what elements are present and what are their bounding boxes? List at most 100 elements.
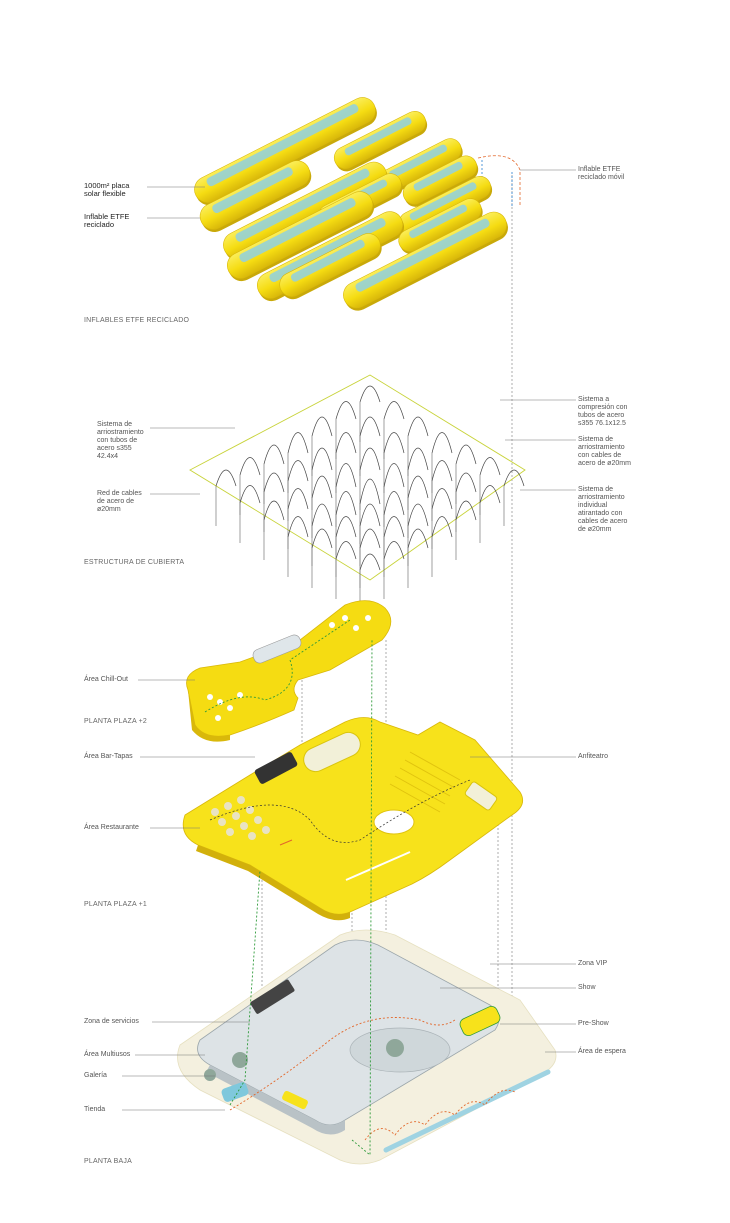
- steel-arch: [263, 472, 285, 493]
- steel-arch: [311, 503, 333, 527]
- baja-tienda: [221, 1082, 249, 1102]
- baja-preshow: [459, 1005, 501, 1037]
- inflatable-pod: [223, 161, 388, 261]
- steel-arch: [407, 503, 429, 527]
- mobile-pod-outline: [477, 155, 521, 205]
- baja-green-path: [229, 639, 373, 1156]
- steel-arch: [311, 475, 333, 499]
- steel-arch: [239, 485, 261, 504]
- restaurant-tables: [211, 796, 270, 840]
- label-tienda: Tienda: [84, 1106, 106, 1113]
- inflatable-pod: [402, 155, 479, 207]
- steel-arch: [431, 516, 453, 538]
- steel-arch: [479, 485, 501, 504]
- plaza1-path: [209, 779, 471, 843]
- planta-baja-layer: [177, 639, 557, 1165]
- label-inflable-movil: Inflable ETFE reciclado móvil: [578, 166, 625, 181]
- steel-arch: [383, 516, 405, 538]
- plaza1-pool: [303, 731, 361, 773]
- steel-arch: [383, 401, 405, 420]
- steel-arch: [359, 528, 381, 549]
- plaza1-bar-block: [254, 752, 298, 784]
- steel-arch: [407, 416, 429, 437]
- steel-arch: [239, 457, 261, 476]
- roof-base-outline: [189, 374, 526, 581]
- baja-building: [197, 939, 500, 1126]
- label-inflable-reciclado: Inflable ETFE reciclado: [84, 212, 130, 229]
- steel-arch: [431, 460, 453, 482]
- steel-arch: [455, 472, 477, 493]
- etfe-inflables-layer: [194, 97, 521, 311]
- steel-arch: [287, 432, 309, 454]
- plaza-plus-1-layer: [182, 717, 524, 921]
- steel-arch: [383, 541, 405, 560]
- label-show: Show: [578, 984, 596, 991]
- label-bar-tapas: Área Bar-Tapas: [84, 753, 133, 760]
- plaza1-lift: [464, 781, 498, 811]
- label-restaurante: Área Restaurante: [84, 824, 139, 831]
- steel-arch: [311, 447, 333, 471]
- steel-arch: [359, 385, 381, 403]
- baja-service-block: [250, 979, 295, 1014]
- inflatable-pods: [194, 97, 508, 311]
- steel-arch: [431, 488, 453, 510]
- section-title-inflables: INFLABLES ETFE RECICLADO: [84, 317, 190, 324]
- baja-galeria: [282, 1090, 308, 1110]
- steel-arch: [335, 541, 357, 560]
- steel-arch: [359, 447, 381, 471]
- steel-arch: [383, 463, 405, 488]
- label-chill-out: Área Chill-Out: [84, 676, 128, 683]
- label-red-cables: Red de cables de acero de ø20mm: [97, 490, 142, 513]
- plaza1-oculus: [373, 809, 415, 835]
- baja-plants: [204, 1039, 404, 1081]
- steel-arch: [407, 475, 429, 499]
- inflatable-pod: [199, 160, 312, 233]
- steel-arch: [335, 491, 357, 516]
- label-pre-show: Pre-Show: [578, 1020, 609, 1027]
- inflatable-pod: [343, 211, 508, 311]
- steel-arch: [215, 469, 237, 487]
- label-anfiteatro: Anfiteatro: [578, 753, 608, 760]
- steel-arch: [503, 469, 525, 487]
- steel-arch: [335, 463, 357, 488]
- label-compresion: Sistema a compresión con tubos de acero …: [578, 396, 628, 427]
- plaza2-seating: [207, 615, 371, 721]
- inflatable-pod: [333, 110, 428, 172]
- steel-arch: [287, 488, 309, 510]
- steel-arch: [335, 432, 357, 454]
- steel-arch: [359, 553, 381, 571]
- steel-arch: [311, 416, 333, 437]
- label-arriostramiento-tubos: Sistema de arriostramiento con tubos de …: [97, 421, 144, 460]
- plaza2-bar-block: [252, 634, 302, 664]
- steel-arch: [407, 528, 429, 549]
- inflatable-pod: [227, 191, 375, 282]
- plaza-plus-2-layer: [186, 600, 392, 742]
- plaza2-path: [204, 619, 351, 713]
- steel-arch: [335, 401, 357, 420]
- roof-structure-layer: [189, 374, 526, 610]
- steel-arches: [215, 385, 525, 610]
- steel-arch: [383, 432, 405, 454]
- steel-arch: [311, 528, 333, 549]
- section-title-plaza1: PLANTA PLAZA +1: [84, 901, 147, 908]
- steel-arch: [359, 478, 381, 505]
- label-placa-solar: 1000m² placa solar flexible: [84, 181, 130, 198]
- leader-lines: [122, 169, 576, 1111]
- label-multiusos: Área Multiusos: [84, 1051, 131, 1058]
- baja-visitor-path: [229, 1017, 456, 1111]
- label-arriostramiento-individual: Sistema de arriostramiento individual at…: [578, 486, 628, 533]
- baja-queue-path: [364, 1089, 516, 1141]
- steel-arch: [431, 432, 453, 454]
- label-arriostramiento-cables: Sistema de arriostramiento con cables de…: [578, 436, 631, 467]
- steel-arch: [455, 444, 477, 465]
- baja-water-strip: [383, 1069, 551, 1153]
- steel-arch: [359, 416, 381, 437]
- label-zona-vip: Zona VIP: [578, 960, 608, 967]
- steel-arch: [287, 516, 309, 538]
- inflatable-pod: [279, 233, 382, 300]
- steel-arch: [407, 447, 429, 471]
- steel-arch: [287, 460, 309, 482]
- steel-arch: [455, 500, 477, 521]
- section-title-estructura: ESTRUCTURA DE CUBIERTA: [84, 559, 185, 566]
